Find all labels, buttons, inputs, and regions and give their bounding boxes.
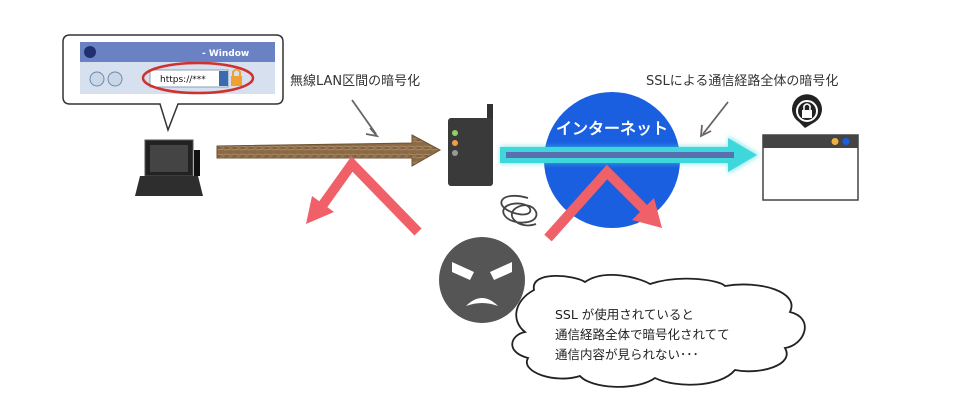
forward-icon <box>107 71 123 87</box>
browser-window-title: - Window <box>202 49 249 59</box>
wireless-encryption-label: 無線LAN区間の暗号化 <box>290 73 420 89</box>
browser-callout: - Window https://*** <box>62 34 284 133</box>
angry-face-icon <box>439 237 525 323</box>
internet-label: インターネット <box>556 119 668 138</box>
wireless-arrow <box>216 134 442 167</box>
server-window-icon <box>762 134 859 201</box>
laptop-icon <box>135 139 203 196</box>
speech-line-2: 通信経路全体で暗号化されてて <box>555 327 730 342</box>
padlock-icon <box>792 94 822 128</box>
browser-logo-icon <box>84 46 96 58</box>
wireless-label-pointer <box>351 99 377 135</box>
speech-bubble <box>511 274 806 388</box>
deflect-arrow-right <box>544 164 662 242</box>
deflect-arrow-left <box>306 156 422 236</box>
ssl-encryption-label: SSLによる通信経路全体の暗号化 <box>646 73 838 89</box>
radio-wave-icon <box>500 194 538 227</box>
address-lock-icon <box>231 68 242 86</box>
ssl-tunnel-arrow <box>500 136 760 174</box>
back-icon <box>89 71 105 87</box>
address-text: https://*** <box>160 75 206 85</box>
chevron-down-icon <box>219 71 228 86</box>
address-highlight <box>141 61 255 95</box>
wireless-router-icon <box>448 104 493 186</box>
speech-line-3: 通信内容が見られない･･･ <box>555 347 699 362</box>
ssl-label-pointer <box>702 101 729 135</box>
speech-line-1: SSL が使用されていると <box>555 307 694 322</box>
browser-title-bar <box>80 42 275 62</box>
